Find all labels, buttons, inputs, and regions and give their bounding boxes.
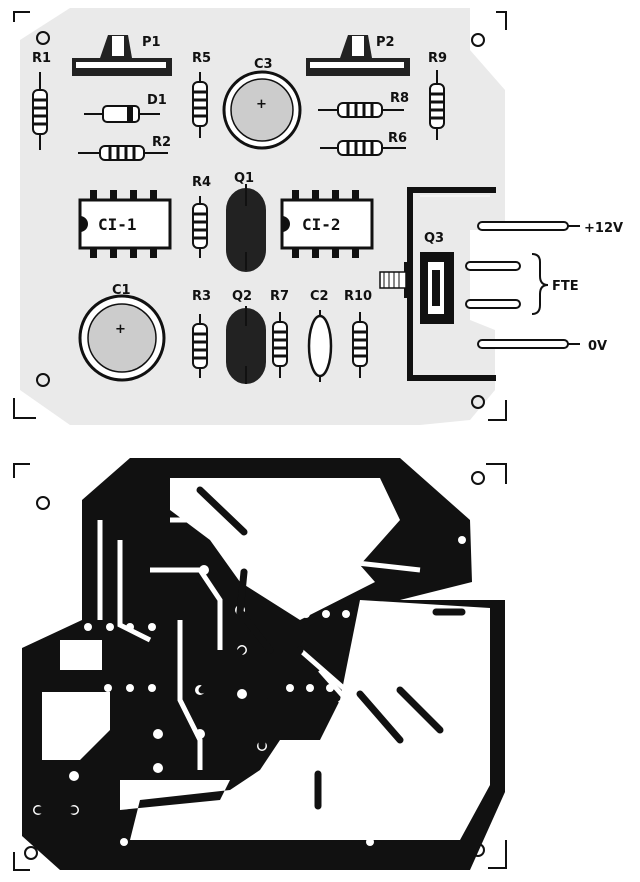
transistor-q2: Q2 xyxy=(226,289,266,384)
label-r1: R1 xyxy=(32,51,51,66)
label-r4: R4 xyxy=(192,175,211,190)
ic-ci2: CI-2 xyxy=(280,190,374,258)
resistor-r10: R10 xyxy=(344,289,372,378)
label-d1: D1 xyxy=(147,93,167,108)
label-r8: R8 xyxy=(390,91,409,106)
resistor-r9: R9 xyxy=(428,51,447,140)
component-side-view: R1 P1 D1 R2 R5 xyxy=(13,8,623,425)
resistor-r6: R6 xyxy=(320,131,407,157)
label-r9: R9 xyxy=(428,51,447,66)
transistor-q3: Q3 xyxy=(379,187,580,381)
diode-d1: D1 xyxy=(84,93,167,123)
label-c2: C2 xyxy=(310,289,329,304)
resistor-r3: R3 xyxy=(191,289,211,378)
terminal-source: FTE xyxy=(552,279,579,294)
label-r2: R2 xyxy=(152,135,171,150)
label-q1: Q1 xyxy=(234,171,254,186)
copper-pads xyxy=(33,487,466,846)
copper-side-view xyxy=(13,458,507,871)
resistor-r5: R5 xyxy=(191,51,211,138)
label-q2: Q2 xyxy=(232,289,252,304)
label-r10: R10 xyxy=(344,289,372,304)
capacitor-c1: + C1 xyxy=(78,283,166,382)
label-ci1: CI-1 xyxy=(98,215,137,234)
trimmer-p2: P2 xyxy=(306,35,410,76)
capacitor-c3: + C3 xyxy=(222,57,302,150)
terminal-supply: +12V xyxy=(584,221,623,236)
label-r5: R5 xyxy=(192,51,211,66)
label-p2: P2 xyxy=(376,35,395,50)
label-r6: R6 xyxy=(388,131,407,146)
label-r3: R3 xyxy=(192,289,211,304)
label-c1: C1 xyxy=(112,283,131,298)
copper-islands xyxy=(34,486,466,814)
copper-ground-plane xyxy=(22,458,505,870)
c3-polarity: + xyxy=(256,97,267,112)
label-c3: C3 xyxy=(254,57,273,72)
c1-polarity: + xyxy=(115,322,126,337)
resistor-r1: R1 xyxy=(31,51,51,150)
resistor-r2: R2 xyxy=(78,135,171,162)
trimmer-p1: P1 xyxy=(72,35,172,76)
label-ci2: CI-2 xyxy=(302,215,341,234)
resistor-r7: R7 xyxy=(270,289,289,378)
transistor-q1: Q1 xyxy=(226,171,266,272)
resistor-r8: R8 xyxy=(318,91,409,119)
label-r7: R7 xyxy=(270,289,289,304)
resistor-r4: R4 xyxy=(191,175,211,258)
ic-ci1: CI-1 xyxy=(78,190,172,258)
terminal-ground: 0V xyxy=(588,339,607,354)
capacitor-c2: C2 xyxy=(307,289,333,382)
label-q3: Q3 xyxy=(424,231,444,246)
label-p1: P1 xyxy=(142,35,161,50)
